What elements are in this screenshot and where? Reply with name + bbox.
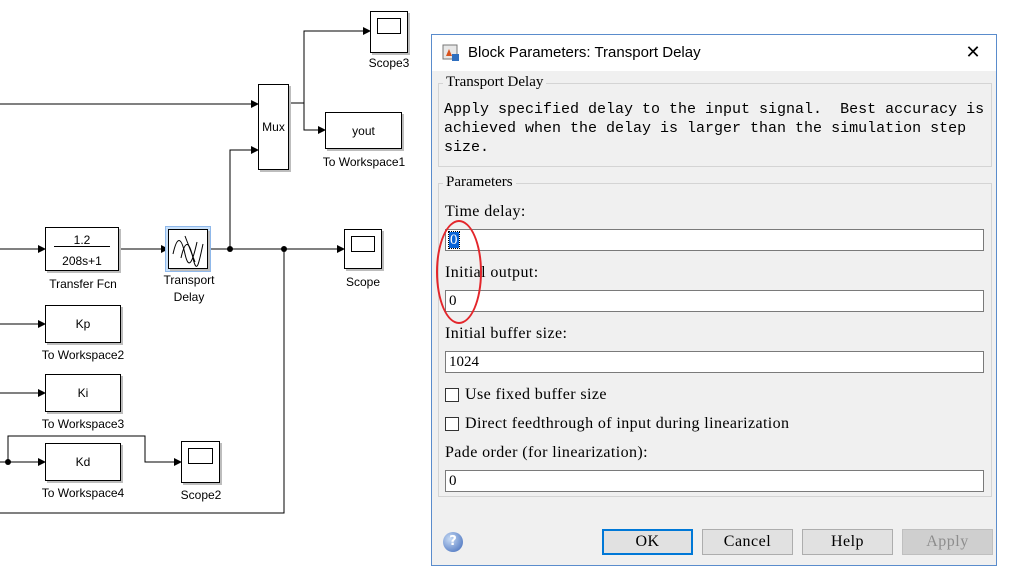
yout-block[interactable]: yout (325, 112, 402, 149)
annotation-ellipse (436, 220, 482, 324)
help-button[interactable]: Help (802, 529, 893, 555)
pade-order-input[interactable]: 0 (445, 470, 984, 492)
scope-block[interactable] (344, 229, 382, 269)
block-group-legend: Transport Delay (443, 74, 547, 91)
transport-delay-caption-1: Transport (163, 273, 215, 287)
block-parameters-dialog: Block Parameters: Transport Delay ✕ Tran… (431, 34, 997, 566)
dialog-title: Block Parameters: Transport Delay (468, 44, 701, 61)
fixed-buffer-checkbox[interactable] (445, 388, 459, 402)
scope2-caption: Scope2 (180, 488, 222, 502)
mux-block[interactable]: Mux (258, 84, 289, 170)
kp-block[interactable]: Kp (45, 305, 121, 343)
buffer-size-label: Initial buffer size: (445, 325, 568, 342)
scope-screen-icon (188, 448, 213, 464)
tf-denominator: 208s+1 (62, 254, 102, 268)
kd-caption: To Workspace4 (41, 486, 125, 500)
direct-feedthrough-checkbox[interactable] (445, 417, 459, 431)
help-question-icon[interactable]: ? (443, 532, 463, 552)
simulink-block-icon (442, 44, 459, 61)
transport-delay-block[interactable] (168, 229, 208, 269)
parameters-group (438, 183, 992, 497)
time-delay-input[interactable]: 0 (445, 229, 984, 251)
kd-block[interactable]: Kd (45, 443, 121, 481)
pade-order-label: Pade order (for linearization): (445, 444, 648, 461)
tf-numerator: 1.2 (73, 233, 91, 247)
yout-label: yout (352, 124, 375, 138)
kp-label: Kp (75, 317, 91, 331)
scope3-block[interactable] (370, 11, 408, 53)
initial-output-input[interactable]: 0 (445, 290, 984, 312)
fraction-bar (54, 246, 110, 247)
scope-caption: Scope (345, 275, 381, 289)
ki-label: Ki (77, 386, 89, 400)
parameters-legend: Parameters (443, 174, 516, 191)
ok-button[interactable]: OK (602, 529, 693, 555)
kd-label: Kd (75, 455, 91, 469)
transfer-fcn-block[interactable]: 1.2 208s+1 (45, 227, 119, 271)
time-delay-label: Time delay: (445, 203, 526, 220)
scope3-caption: Scope3 (368, 56, 410, 70)
scope-screen-icon (351, 236, 375, 252)
scope2-block[interactable] (181, 441, 220, 483)
mux-label: Mux (262, 120, 285, 134)
close-button[interactable]: ✕ (965, 42, 981, 63)
cancel-button[interactable]: Cancel (702, 529, 793, 555)
delay-icon (172, 235, 204, 267)
block-description: Apply specified delay to the input signa… (444, 101, 985, 156)
ki-caption: To Workspace3 (41, 417, 125, 431)
dialog-titlebar[interactable]: Block Parameters: Transport Delay ✕ (432, 35, 996, 71)
block-description-group (438, 83, 992, 167)
scope-screen-icon (377, 18, 401, 34)
transport-delay-caption-2: Delay (173, 290, 205, 304)
yout-caption: To Workspace1 (322, 155, 406, 169)
direct-feedthrough-label: Direct feedthrough of input during linea… (465, 415, 790, 432)
kp-caption: To Workspace2 (41, 348, 125, 362)
transfer-fcn-caption: Transfer Fcn (49, 277, 117, 291)
fixed-buffer-label: Use fixed buffer size (465, 386, 607, 403)
buffer-size-input[interactable]: 1024 (445, 351, 984, 373)
apply-button[interactable]: Apply (902, 529, 993, 555)
ki-block[interactable]: Ki (45, 374, 121, 412)
